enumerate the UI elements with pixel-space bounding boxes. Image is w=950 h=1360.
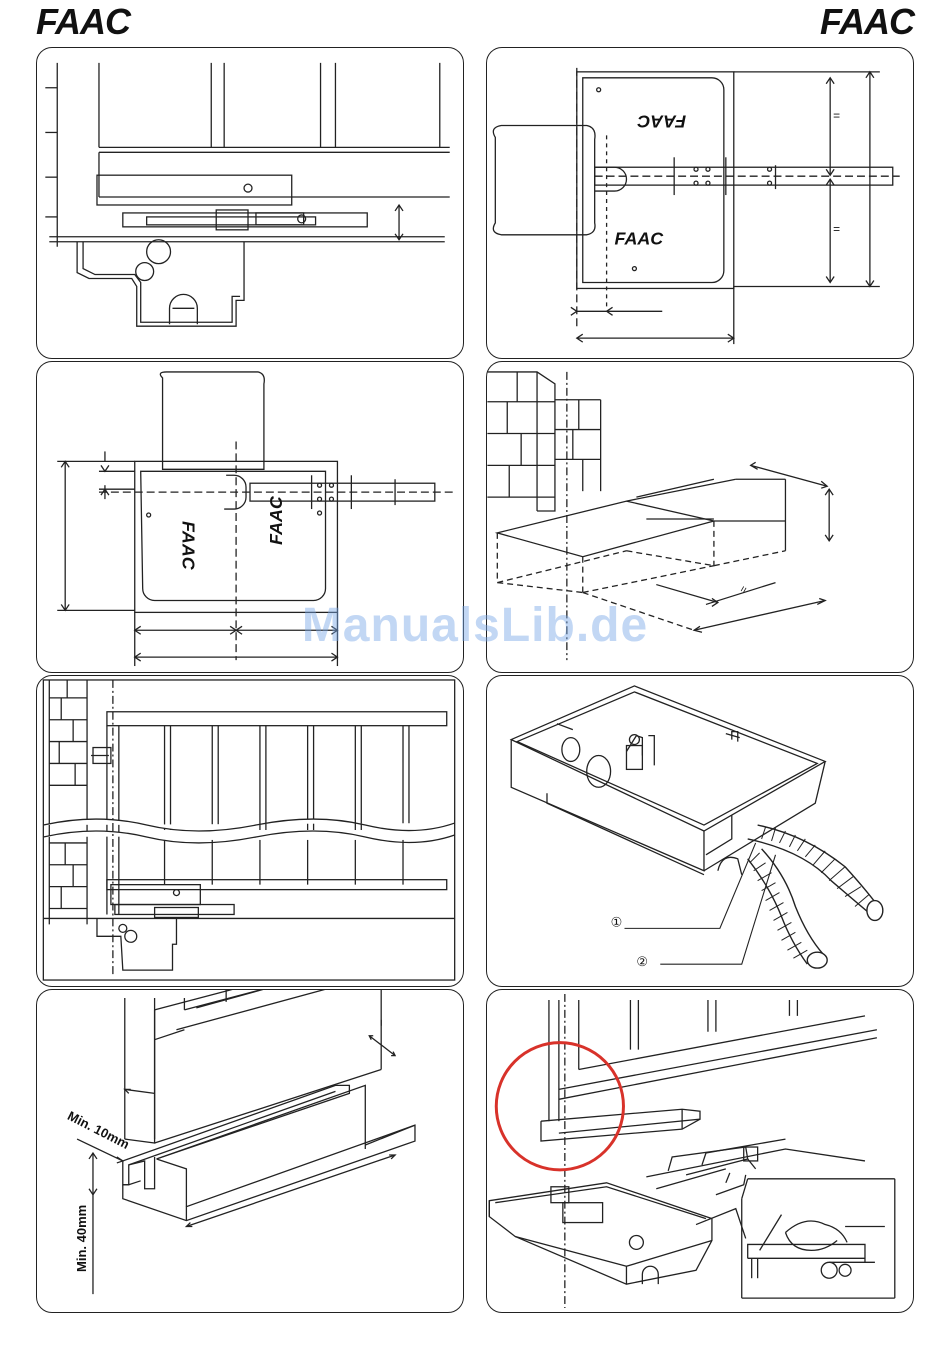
panel-gate-welding	[486, 989, 914, 1313]
panel-foundation-box-conduits: ① ②	[486, 675, 914, 987]
faac-logo-left: FAAC	[36, 4, 130, 40]
foundation-box-drawing: ① ②	[487, 676, 913, 986]
brand-mark-right: FAAC	[266, 495, 286, 545]
callout-1: ①	[611, 914, 623, 929]
panel-gate-installed	[36, 675, 464, 987]
panel-guide-channel	[36, 989, 464, 1313]
gate-welding-drawing	[487, 990, 913, 1312]
equal-mark-top: =	[833, 109, 840, 123]
excavation-drawing: =	[487, 362, 913, 672]
callout-2: ②	[636, 954, 648, 969]
panel-excavation-pit: =	[486, 361, 914, 673]
panel-plan-view-dimensions: FAAC FAAC = =	[486, 47, 914, 359]
brand-mark-top: FAAC	[636, 112, 686, 132]
panel-operator-side-view	[36, 47, 464, 359]
gate-installed-drawing	[37, 676, 463, 986]
brand-mark-bottom: FAAC	[615, 229, 665, 249]
guide-channel-drawing	[37, 990, 463, 1312]
equal-mark-bottom: =	[833, 222, 840, 236]
plan-view-drawing: FAAC FAAC = =	[487, 48, 913, 358]
panel-plan-view-box: FAAC FAAC	[36, 361, 464, 673]
faac-logo-right: FAAC	[820, 4, 914, 40]
highlight-circle	[496, 1043, 623, 1170]
operator-side-drawing	[37, 48, 463, 358]
min-height-label: Min. 40mm	[74, 1205, 89, 1272]
plan-view-box-drawing: FAAC FAAC	[37, 362, 463, 672]
brand-mark-left: FAAC	[178, 521, 198, 571]
